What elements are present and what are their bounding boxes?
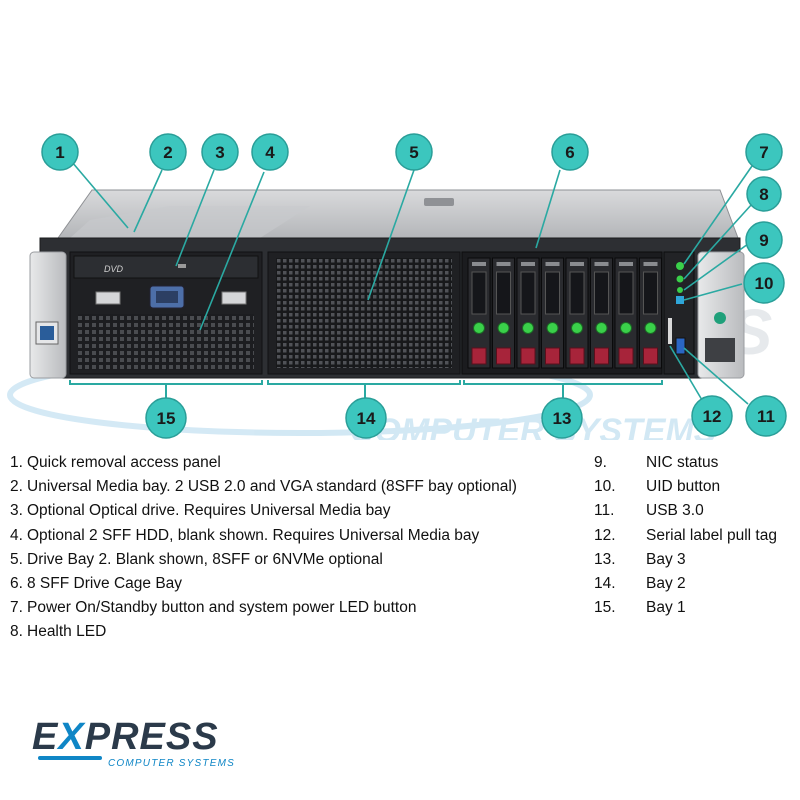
legend-item: 7.Power On/Standby button and system pow… xyxy=(10,599,417,617)
sff-drive xyxy=(639,257,662,369)
svg-text:13: 13 xyxy=(553,409,572,428)
callout-9: 9 xyxy=(745,221,783,259)
svg-text:12: 12 xyxy=(703,407,722,426)
sff-drive xyxy=(492,257,515,369)
bay-brackets xyxy=(69,380,663,398)
svg-text:3: 3 xyxy=(215,143,224,162)
legend-item: 5.Drive Bay 2. Blank shown, 8SFF or 6NVM… xyxy=(10,550,383,568)
drive-bay-2-blank xyxy=(276,258,452,368)
sff-drive xyxy=(467,257,491,369)
callout-6: 6 xyxy=(551,133,589,171)
sff-drives xyxy=(467,257,662,369)
sff-drive xyxy=(614,257,638,369)
svg-text:7: 7 xyxy=(759,143,768,162)
optical-drive xyxy=(73,255,259,279)
callout-2: 2 xyxy=(149,133,187,171)
sff-drive xyxy=(516,257,540,369)
logo-swoosh xyxy=(38,756,102,760)
legend-item: 15.Bay 1 xyxy=(594,599,686,617)
server-diagram: EXPRESS COMPUTER SYSTEMS DVD xyxy=(7,133,787,440)
sff-blank xyxy=(78,314,254,370)
control-panel xyxy=(663,251,695,375)
callout-4: 4 xyxy=(251,133,289,171)
svg-text:4: 4 xyxy=(265,143,275,162)
svg-text:14: 14 xyxy=(357,409,376,428)
logo-wordmark: EXPRESS xyxy=(32,716,219,758)
legend-item: 11.USB 3.0 xyxy=(594,502,704,520)
legend-item: 3.Optional Optical drive. Requires Unive… xyxy=(10,502,391,520)
legend-item: 12.Serial label pull tag xyxy=(594,526,777,544)
legend-item: 1.Quick removal access panel xyxy=(10,454,221,471)
health-led xyxy=(676,275,684,283)
express-logo: EXPRESS COMPUTER SYSTEMS xyxy=(28,716,268,776)
callouts: 1 2 3 4 5 6 7 8 9 10 11 12 13 14 15 xyxy=(41,133,787,439)
svg-text:5: 5 xyxy=(409,143,418,162)
svg-text:DVD: DVD xyxy=(104,264,124,274)
svg-text:11: 11 xyxy=(757,407,775,426)
svg-text:1: 1 xyxy=(55,143,64,162)
sff-drive xyxy=(565,257,589,369)
usb-port-right xyxy=(221,291,247,305)
legend-item: 13.Bay 3 xyxy=(594,550,686,568)
logo-subtitle: COMPUTER SYSTEMS xyxy=(108,758,235,769)
callout-12: 12 xyxy=(691,395,733,437)
serial-label-tag xyxy=(668,318,672,344)
svg-text:6: 6 xyxy=(565,143,574,162)
svg-text:9: 9 xyxy=(759,231,768,250)
legend-item: 14.Bay 2 xyxy=(594,574,686,592)
callout-3: 3 xyxy=(201,133,239,171)
watermark-subtitle: COMPUTER SYSTEMS xyxy=(350,412,717,440)
callout-1: 1 xyxy=(41,133,79,171)
legend-left: 1.Quick removal access panel 2.Universal… xyxy=(10,451,590,645)
callout-10: 10 xyxy=(743,262,785,304)
leader-lines xyxy=(71,161,753,405)
callout-5: 5 xyxy=(395,133,433,171)
callout-7: 7 xyxy=(745,133,783,171)
legend-item: 2.Universal Media bay. 2 USB 2.0 and VGA… xyxy=(10,478,517,496)
server-chassis: DVD xyxy=(29,189,745,379)
legend-item: 4.Optional 2 SFF HDD, blank shown. Requi… xyxy=(10,526,480,544)
svg-text:10: 10 xyxy=(755,274,774,293)
sff-drive xyxy=(541,257,564,369)
rack-ear-left xyxy=(29,251,67,379)
usb-port-left xyxy=(95,291,121,305)
callout-8: 8 xyxy=(746,176,782,212)
callout-15: 15 xyxy=(145,397,187,439)
legend-item: 10.UID button xyxy=(594,478,721,496)
legend-item: 9.NIC status xyxy=(594,454,719,471)
power-button xyxy=(676,262,684,270)
svg-text:15: 15 xyxy=(157,409,176,428)
svg-text:2: 2 xyxy=(163,143,172,162)
legend-right: 9.NIC status 10.UID button 11.USB 3.0 12… xyxy=(594,451,794,620)
nic-status-led xyxy=(677,287,683,293)
legend-item: 8.Health LED xyxy=(10,623,107,641)
sff-drive xyxy=(590,257,613,369)
svg-text:8: 8 xyxy=(759,185,768,204)
callout-11: 11 xyxy=(745,395,787,437)
callout-14: 14 xyxy=(345,397,387,439)
uid-button xyxy=(676,296,684,304)
callout-13: 13 xyxy=(541,397,583,439)
legend-item: 6.8 SFF Drive Cage Bay xyxy=(10,574,183,592)
usb3-port xyxy=(675,337,686,355)
